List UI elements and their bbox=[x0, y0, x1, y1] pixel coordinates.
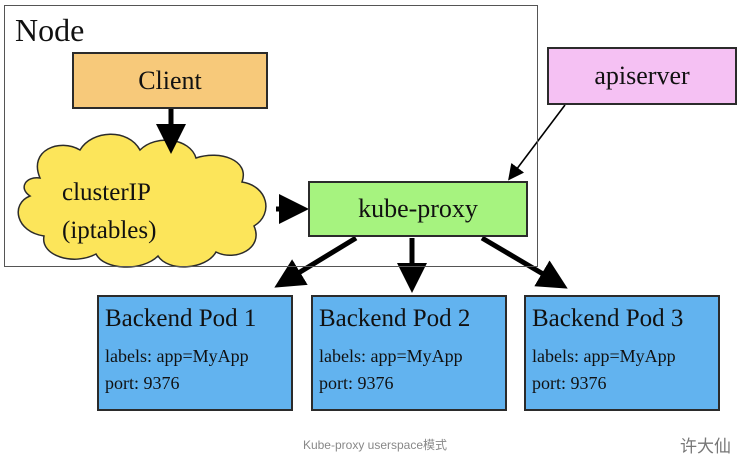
pod-title: Backend Pod 2 bbox=[319, 305, 471, 332]
kube-proxy-box: kube-proxy bbox=[308, 181, 528, 237]
pod-labels: labels: app=MyApp bbox=[105, 346, 249, 366]
backend-pod-1: Backend Pod 1 labels: app=MyApp port: 93… bbox=[97, 295, 293, 411]
node-label: Node bbox=[15, 12, 85, 48]
figure-caption: Kube-proxy userspace模式 bbox=[302, 438, 448, 452]
kube-proxy-label: kube-proxy bbox=[358, 194, 478, 223]
pod-title: Backend Pod 3 bbox=[532, 305, 684, 332]
pod-port: port: 9376 bbox=[532, 373, 607, 393]
pod-labels: labels: app=MyApp bbox=[319, 346, 463, 366]
watermark: 许大仙 bbox=[680, 437, 731, 457]
apiserver-label: apiserver bbox=[594, 61, 690, 90]
client-label: Client bbox=[138, 65, 202, 95]
client-box: Client bbox=[72, 52, 268, 109]
apiserver-box: apiserver bbox=[547, 47, 737, 105]
arrow-kubeproxy-to-pod3 bbox=[480, 235, 568, 289]
cluster-ip-cloud bbox=[17, 133, 267, 268]
cluster-ip-line2: (iptables) bbox=[62, 217, 157, 244]
cluster-ip-line1: clusterIP bbox=[62, 179, 151, 206]
arrow-kubeproxy-to-pod1 bbox=[274, 235, 358, 288]
pod-port: port: 9376 bbox=[105, 373, 180, 393]
pod-title: Backend Pod 1 bbox=[105, 305, 257, 332]
cluster-ip-label: clusterIP (iptables) bbox=[62, 174, 156, 250]
backend-pod-2: Backend Pod 2 labels: app=MyApp port: 93… bbox=[311, 295, 507, 411]
backend-pod-3: Backend Pod 3 labels: app=MyApp port: 93… bbox=[524, 295, 720, 411]
node-frame: Node bbox=[4, 5, 538, 267]
pod-labels: labels: app=MyApp bbox=[532, 346, 676, 366]
pod-port: port: 9376 bbox=[319, 373, 394, 393]
